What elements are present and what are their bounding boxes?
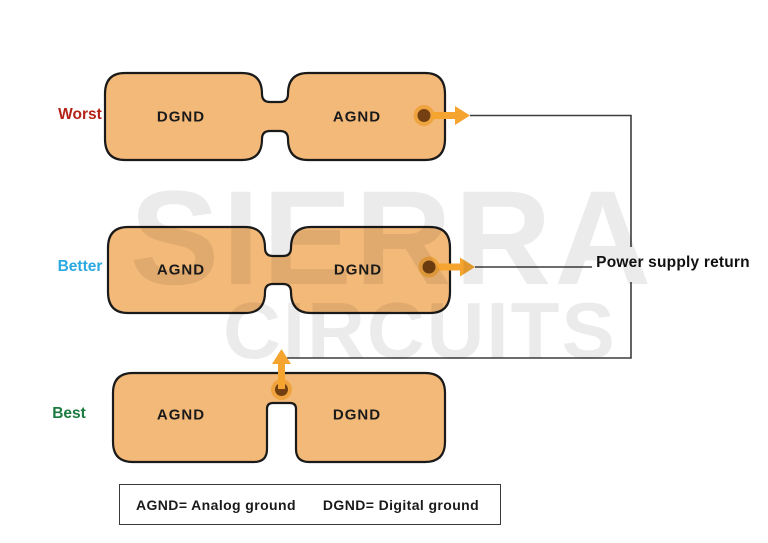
- legend-agnd: AGND= Analog ground: [136, 496, 296, 513]
- worst-left-plane-label: DGND: [156, 108, 206, 126]
- legend-dgnd: DGND= Digital ground: [322, 496, 480, 513]
- worst-connection-via: [413, 105, 435, 126]
- best-up-arrow-icon: [272, 349, 291, 389]
- best-ground-planes-shape: [111, 371, 447, 464]
- better-right-arrow-icon: [437, 257, 475, 277]
- best-left-plane-label: AGND: [156, 406, 206, 424]
- better-left-plane-label: AGND: [156, 261, 206, 279]
- worst-label: Worst: [58, 106, 102, 123]
- best-return-wire: [287, 282, 632, 359]
- best-right-plane-label: DGND: [332, 406, 382, 424]
- better-label: Better: [57, 258, 103, 275]
- via-core: [417, 109, 431, 122]
- best-label: Best: [52, 405, 86, 422]
- worst-ground-planes-shape: [103, 71, 447, 162]
- via-core: [422, 260, 436, 274]
- better-right-plane-label: DGND: [333, 261, 383, 279]
- better-ground-planes-shape: [106, 225, 452, 315]
- worst-right-plane-label: AGND: [332, 108, 382, 126]
- worst-right-arrow-icon: [432, 106, 470, 125]
- power-supply-return-label: Power supply return: [596, 254, 750, 271]
- worst-return-wire: [470, 114, 632, 247]
- better-connection-via: [418, 256, 440, 278]
- legend-box: AGND= Analog ground DGND= Digital ground: [119, 484, 501, 525]
